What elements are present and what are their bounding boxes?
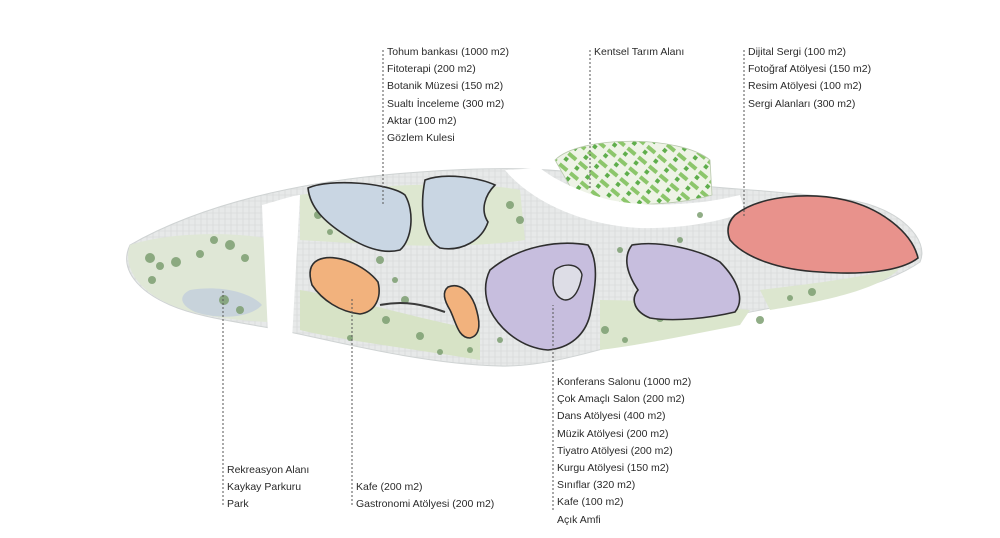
label-line: Kafe (100 m2) xyxy=(557,496,624,509)
label-line: Rekreasyon Alanı xyxy=(227,464,310,476)
cafe-label: Kafe (200 m2) Gastronomi Atölyesi (200 m2… xyxy=(356,479,494,513)
label-line: Sergi Alanları (300 m2) xyxy=(748,97,856,110)
seed-bank-label: Tohum bankası (1000 m2) Fitoterapi (200 m… xyxy=(387,44,509,147)
label-line: Kaykay Parkuru xyxy=(227,481,302,494)
cafe-zone-1 xyxy=(309,256,380,315)
label-line: Sınıflar (320 m2) xyxy=(557,479,636,492)
path-left xyxy=(262,195,300,340)
label-line: Kurgu Atölyesi (150 m2) xyxy=(557,462,670,475)
label-line: Çok Amaçlı Salon (200 m2) xyxy=(557,393,685,406)
label-line: Fotoğraf Atölyesi (150 m2) xyxy=(748,63,872,76)
label-line: Kafe (200 m2) xyxy=(356,481,423,493)
label-line: Açık Amfi xyxy=(557,513,601,526)
cafe-zone-2 xyxy=(443,285,480,339)
tree-cluster xyxy=(145,201,816,355)
green-patch xyxy=(760,268,900,310)
label-line: Dijital Sergi (100 m2) xyxy=(748,46,847,58)
label-line: Müzik Atölyesi (200 m2) xyxy=(557,427,669,440)
label-line: Gözlem Kulesi xyxy=(387,132,455,145)
urban-farm-label: Kentsel Tarım Alanı xyxy=(594,44,684,61)
label-line: Resim Atölyesi (100 m2) xyxy=(748,80,862,93)
path-curve xyxy=(379,302,446,313)
digital-exhibition-zone xyxy=(727,195,919,274)
label-line: Park xyxy=(227,498,249,511)
label-line: Gastronomi Atölyesi (200 m2) xyxy=(356,498,495,511)
label-line: Kentsel Tarım Alanı xyxy=(594,46,685,58)
label-line: Botanik Müzesi (150 m2) xyxy=(387,80,504,93)
seed-bank-zone-2 xyxy=(421,175,497,250)
label-line: Aktar (100 m2) xyxy=(387,114,457,127)
label-line: Dans Atölyesi (400 m2) xyxy=(557,410,666,423)
conference-zone-2 xyxy=(626,242,741,321)
digital-exhibition-label: Dijital Sergi (100 m2) Fotoğraf Atölyesi … xyxy=(748,44,871,113)
road-curve xyxy=(505,168,745,229)
seed-bank-zone-1 xyxy=(307,181,412,253)
label-line: Tohum bankası (1000 m2) xyxy=(387,46,509,58)
label-line: Fitoterapi (200 m2) xyxy=(387,63,476,76)
label-line: Tiyatro Atölyesi (200 m2) xyxy=(557,444,673,457)
label-line: Sualtı İnceleme (300 m2) xyxy=(387,97,505,110)
conference-label: Konferans Salonu (1000 m2) Çok Amaçlı Sal… xyxy=(557,374,691,529)
conference-courtyard xyxy=(552,264,583,301)
label-line: Konferans Salonu (1000 m2) xyxy=(557,376,692,388)
